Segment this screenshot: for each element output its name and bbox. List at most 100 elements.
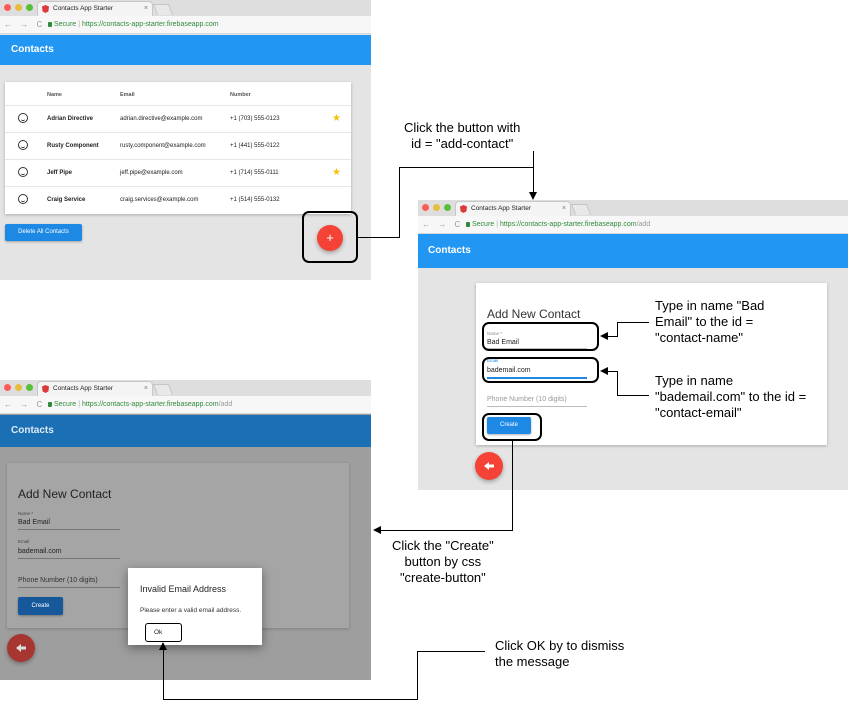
- arrow-head-icon: [600, 367, 608, 375]
- close-dot-icon[interactable]: [4, 4, 11, 11]
- ok-button[interactable]: Ok: [154, 629, 163, 636]
- star-icon[interactable]: ★: [332, 167, 341, 178]
- contact-number-cell: +1 (441) 555-0122: [230, 143, 280, 149]
- face-icon: [18, 194, 28, 204]
- invalid-email-dialog: Invalid Email Address Please enter a val…: [128, 568, 262, 645]
- contact-name-input[interactable]: Bad Email: [18, 519, 50, 526]
- callout-ok: Click OK by to dismiss the message: [495, 638, 625, 669]
- zoom-dot-icon[interactable]: [26, 4, 33, 11]
- tab-close-icon[interactable]: ×: [561, 205, 566, 212]
- back-arrow-icon: [484, 462, 494, 470]
- contacts-table: Name Email Number Adrian Directive adria…: [5, 82, 351, 214]
- browser-tab[interactable]: Contacts App Starter ×: [455, 201, 571, 216]
- connector-line: [358, 237, 399, 238]
- table-row[interactable]: Craig Service craig.services@example.com…: [5, 186, 351, 213]
- angular-logo-icon: [42, 385, 49, 393]
- arrow-head-icon: [529, 192, 537, 200]
- column-header-number: Number: [230, 92, 251, 98]
- ok-button-highlight: [145, 623, 182, 642]
- table-row[interactable]: Adrian Directive adrian.directive@exampl…: [5, 105, 351, 132]
- callout-create: Click the "Create" button by css "create…: [392, 538, 494, 585]
- callout-type-email: Type in name "bademail.com" to the id = …: [655, 373, 807, 420]
- new-tab-button[interactable]: [152, 4, 174, 15]
- dialog-title: Invalid Email Address: [140, 584, 227, 594]
- create-button[interactable]: Create: [18, 597, 63, 615]
- connector-line: [399, 167, 400, 238]
- name-field-underline: [487, 348, 587, 349]
- new-tab-button[interactable]: [152, 384, 174, 395]
- back-button[interactable]: [7, 634, 35, 662]
- lock-icon: [48, 402, 52, 407]
- app-title: Contacts: [11, 44, 54, 55]
- create-button-highlight: [482, 413, 542, 441]
- connector-line: [617, 395, 649, 396]
- tab-title: Contacts App Starter: [53, 5, 113, 12]
- address-bar[interactable]: ← → C Secure|https://contacts-app-starte…: [418, 216, 848, 234]
- zoom-dot-icon[interactable]: [26, 384, 33, 391]
- create-button[interactable]: Create: [487, 417, 531, 434]
- tab-title: Contacts App Starter: [471, 205, 531, 212]
- contact-name-cell: Adrian Directive: [47, 116, 94, 122]
- add-contact-form: Add New Contact Name * Bad Email Email b…: [476, 283, 827, 445]
- table-header: Name Email Number: [5, 82, 351, 106]
- contact-name-cell: Rusty Component: [47, 143, 99, 149]
- window-controls[interactable]: [422, 204, 451, 211]
- browser-tab-bar: Contacts App Starter ×: [418, 200, 848, 216]
- phone-input[interactable]: Phone Number (10 digits): [487, 396, 567, 403]
- zoom-dot-icon[interactable]: [444, 204, 451, 211]
- tab-close-icon[interactable]: ×: [143, 385, 148, 392]
- face-icon: [18, 167, 28, 177]
- lock-icon: [48, 22, 52, 27]
- contact-email-cell: jeff.pipe@example.com: [120, 170, 183, 176]
- contact-name-cell: Jeff Pipe: [47, 170, 73, 176]
- contact-email-input[interactable]: bademail.com: [18, 548, 62, 555]
- table-row[interactable]: Rusty Component rusty.component@example.…: [5, 132, 351, 159]
- address-bar[interactable]: ← → C Secure|https://contacts-app-starte…: [0, 16, 371, 34]
- arrow-head-icon: [159, 642, 167, 650]
- app-title: Contacts: [11, 425, 54, 436]
- nav-buttons[interactable]: ← → C: [4, 400, 46, 409]
- app-toolbar: Contacts: [0, 415, 371, 447]
- invalid-email-window: Contacts App Starter × ← → C Secure|http…: [0, 380, 371, 680]
- new-tab-button[interactable]: [570, 204, 592, 215]
- contact-email-cell: adrian.directive@example.com: [120, 116, 203, 122]
- add-contact-button[interactable]: +: [317, 225, 343, 251]
- url-path-text: /add: [636, 221, 651, 228]
- contact-email-input[interactable]: bademail.com: [487, 367, 531, 374]
- back-button[interactable]: [475, 452, 503, 480]
- star-icon[interactable]: ★: [332, 113, 341, 124]
- delete-all-button[interactable]: Delete All Contacts: [5, 224, 82, 241]
- browser-tab[interactable]: Contacts App Starter ×: [37, 381, 153, 396]
- close-dot-icon[interactable]: [422, 204, 429, 211]
- nav-buttons[interactable]: ← → C: [4, 20, 46, 29]
- minimize-dot-icon[interactable]: [15, 4, 22, 11]
- contact-list-window: Contacts App Starter × ← → C Secure|http…: [0, 0, 371, 280]
- window-controls[interactable]: [4, 384, 33, 391]
- contact-number-cell: +1 (714) 555-0111: [230, 170, 279, 176]
- contact-name-input[interactable]: Bad Email: [487, 339, 519, 346]
- email-field-label: Email: [487, 358, 499, 363]
- phone-input[interactable]: Phone Number (10 digits): [18, 577, 98, 584]
- column-header-name: Name: [47, 92, 62, 98]
- url-path-text: /add: [218, 401, 233, 408]
- minimize-dot-icon[interactable]: [433, 204, 440, 211]
- tab-close-icon[interactable]: ×: [143, 5, 148, 12]
- contact-name-cell: Craig Service: [47, 197, 86, 203]
- arrow-head-icon: [600, 332, 608, 340]
- table-row[interactable]: Jeff Pipe jeff.pipe@example.com +1 (714)…: [5, 159, 351, 186]
- secure-label: Secure: [54, 21, 77, 28]
- secure-label: Secure: [54, 401, 77, 408]
- connector-line: [617, 322, 618, 336]
- minimize-dot-icon[interactable]: [15, 384, 22, 391]
- contact-email-cell: rusty.component@example.com: [120, 143, 206, 149]
- window-controls[interactable]: [4, 4, 33, 11]
- url-text: https://contacts-app-starter.firebaseapp…: [500, 221, 637, 228]
- nav-buttons[interactable]: ← → C: [422, 220, 464, 229]
- dialog-message: Please enter a valid email address.: [140, 607, 242, 614]
- arrow-head-icon: [373, 526, 381, 534]
- address-bar[interactable]: ← → C Secure|https://contacts-app-starte…: [0, 396, 371, 414]
- back-arrow-icon: [16, 644, 26, 652]
- close-dot-icon[interactable]: [4, 384, 11, 391]
- browser-tab[interactable]: Contacts App Starter ×: [37, 1, 153, 16]
- add-contact-window: Contacts App Starter × ← → C Secure|http…: [418, 200, 848, 490]
